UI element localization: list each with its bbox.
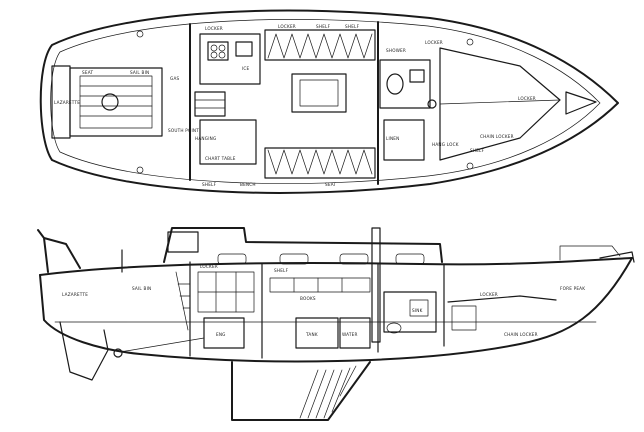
plan-hull-outline bbox=[39, 9, 619, 194]
plan-cockpit-sole bbox=[79, 75, 153, 129]
plan-saloon-zigzag-port bbox=[267, 33, 373, 59]
plan-label-6: SAIL BIN bbox=[130, 70, 149, 75]
profile-label-12: LOCKER bbox=[480, 292, 498, 297]
plan-label-19: SHELF bbox=[470, 148, 485, 153]
profile-label-5: BOOKS bbox=[300, 296, 316, 301]
plan-v-berth bbox=[439, 47, 561, 161]
profile-window bbox=[279, 253, 309, 265]
profile-sheer-line bbox=[39, 257, 633, 276]
plan-label-3: SHELF bbox=[316, 24, 331, 29]
plan-mast-step bbox=[427, 99, 437, 109]
plan-label-14: LOCKER bbox=[425, 40, 443, 45]
plan-label-12: CHART TABLE bbox=[205, 156, 236, 161]
plan-chain-locker bbox=[565, 91, 597, 115]
profile-keel-ballast-hatch bbox=[299, 365, 357, 419]
plan-label-18: CHAIN LOCKER bbox=[480, 134, 514, 139]
profile-window bbox=[339, 253, 369, 265]
plan-label-2: LOCKER bbox=[278, 24, 296, 29]
plan-deck-line bbox=[50, 19, 601, 184]
inboard-profile-view: LAZARETTE SAIL BIN ENG TANK BOOKS SHELF … bbox=[37, 227, 635, 421]
plan-saloon-settee-port bbox=[264, 29, 376, 61]
plan-portlight bbox=[136, 30, 144, 38]
plan-portlight bbox=[466, 38, 474, 46]
profile-window bbox=[217, 253, 247, 265]
plan-head-compartment bbox=[379, 59, 431, 109]
plan-label-13: SHOWER bbox=[386, 48, 406, 53]
profile-deckhouse bbox=[163, 227, 443, 263]
profile-bowsprit bbox=[599, 251, 635, 263]
profile-keel bbox=[231, 361, 371, 421]
profile-settee-back bbox=[269, 277, 371, 293]
plan-label-22: SHELF bbox=[202, 182, 217, 187]
plan-label-9: ICE bbox=[242, 66, 250, 71]
profile-label-7: LOCKER bbox=[200, 264, 218, 269]
profile-tank bbox=[295, 317, 339, 349]
profile-companion-ladder bbox=[175, 271, 191, 331]
profile-dodger bbox=[167, 231, 199, 253]
profile-label-9: SINK bbox=[412, 308, 423, 313]
profile-label-2: SAIL BIN bbox=[132, 286, 151, 291]
plan-label-21: BENCH bbox=[240, 182, 256, 187]
plan-galley-counter bbox=[199, 33, 261, 85]
plan-saloon-table bbox=[291, 73, 347, 113]
plan-saloon-settee-stbd bbox=[264, 147, 376, 179]
profile-label-6: SHELF bbox=[274, 268, 289, 273]
profile-prop-shaft bbox=[119, 337, 205, 353]
profile-toilet bbox=[386, 322, 402, 334]
profile-label-4: TANK bbox=[305, 332, 318, 337]
plan-label-16: LINEN bbox=[386, 136, 399, 141]
plan-transom-box bbox=[51, 65, 71, 139]
plan-portlight bbox=[136, 166, 144, 174]
plan-label-10: SOUTH POINT bbox=[168, 128, 199, 133]
plan-head-toilet bbox=[386, 73, 404, 95]
plan-galley-sink bbox=[235, 41, 253, 57]
plan-label-17: HANG LOCK bbox=[432, 142, 459, 147]
profile-window bbox=[395, 253, 425, 265]
plan-label-1: LOCKER bbox=[205, 26, 223, 31]
plan-chart-table bbox=[199, 119, 257, 165]
profile-label-10: CHAIN LOCKER bbox=[504, 332, 538, 337]
profile-label-11: FORE PEAK bbox=[560, 286, 585, 291]
plan-saloon-zigzag-stbd bbox=[267, 149, 373, 175]
plan-label-20: SEAT bbox=[325, 182, 336, 187]
profile-mast bbox=[371, 227, 381, 343]
plan-helm-wheel bbox=[101, 93, 119, 111]
profile-label-3: ENG bbox=[216, 332, 226, 337]
plan-label-7: LAZARETTE bbox=[54, 100, 80, 105]
profile-label-1: LAZARETTE bbox=[62, 292, 88, 297]
plan-label-8: GAS bbox=[170, 76, 180, 81]
profile-rudder bbox=[59, 321, 109, 381]
plan-shower bbox=[383, 119, 425, 161]
plan-label-4: SHELF bbox=[345, 24, 360, 29]
profile-label-8: WATER bbox=[342, 332, 358, 337]
profile-v-berth bbox=[447, 295, 557, 303]
plan-head-sink bbox=[409, 69, 425, 83]
profile-head-cabinet bbox=[383, 291, 437, 333]
profile-forward-locker bbox=[451, 305, 477, 331]
plan-galley-stove bbox=[207, 41, 229, 61]
plan-label-11: HANGING bbox=[195, 136, 216, 141]
profile-stern-pulpit bbox=[37, 229, 81, 273]
profile-water-tank bbox=[339, 317, 371, 349]
plan-v-berth-split bbox=[439, 99, 561, 105]
accommodation-plan-view: LOCKER LOCKER SHELF SHELF SEAT SAIL BIN … bbox=[39, 9, 619, 194]
profile-bow-pulpit bbox=[559, 245, 621, 261]
profile-hull-bottom bbox=[39, 257, 633, 363]
plan-portlight bbox=[466, 162, 474, 170]
plan-label-15: LOCKER bbox=[518, 96, 536, 101]
plan-companionway bbox=[194, 91, 226, 117]
profile-sink bbox=[409, 299, 429, 317]
profile-propeller bbox=[113, 348, 123, 358]
plan-label-5: SEAT bbox=[82, 70, 93, 75]
profile-engine bbox=[203, 317, 245, 349]
